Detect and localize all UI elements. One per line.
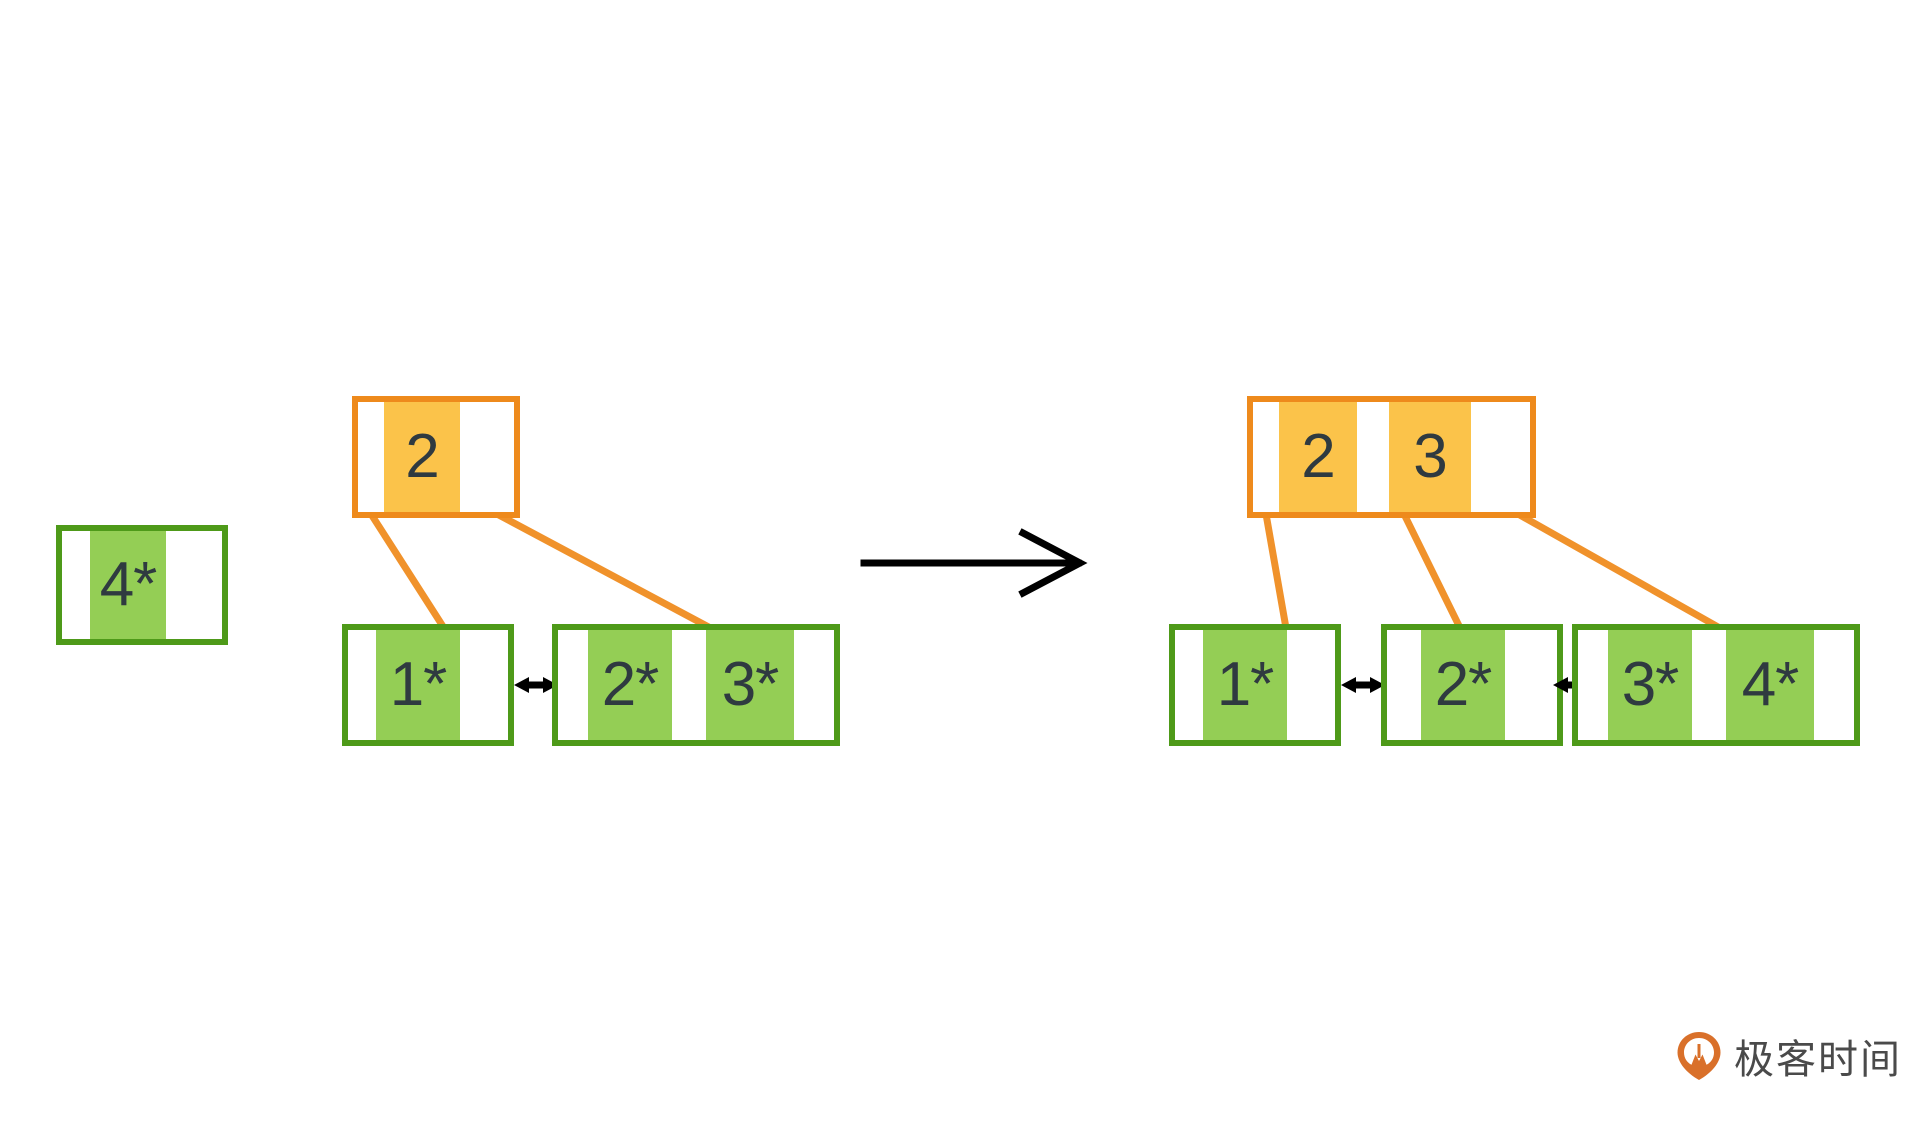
- after-leaf0-pointer-left: [1175, 630, 1203, 740]
- after-leaf-node-1[interactable]: 2*: [1381, 624, 1563, 746]
- edge-right-root-to-leaf2: [1400, 510, 1470, 644]
- before-leaf1-pointer-1: [672, 630, 706, 740]
- incoming-record-node[interactable]: 4*: [56, 525, 228, 645]
- before-leaf0-pointer-right: [460, 630, 508, 740]
- before-leaf-node-0[interactable]: 1*: [342, 624, 514, 746]
- after-root-key-1: 3: [1389, 402, 1471, 512]
- before-root-key-0: 2: [384, 402, 460, 512]
- before-leaf0-pointer-left: [348, 630, 376, 740]
- after-leaf1-pointer-left: [1387, 630, 1421, 740]
- edge-left-root-to-leaf2: [493, 510, 722, 636]
- before-leaf1-key-0: 2*: [588, 630, 672, 740]
- before-root-pointer-1: [460, 402, 514, 512]
- before-root-node[interactable]: 2: [352, 396, 520, 518]
- before-leaf0-key-0: 1*: [376, 630, 460, 740]
- before-root-pointer-0: [358, 402, 384, 512]
- brand-logo: 极客时间: [1676, 1027, 1902, 1085]
- after-leaf-node-2[interactable]: 3* 4*: [1572, 624, 1860, 746]
- after-leaf1-key-0: 2*: [1421, 630, 1505, 740]
- brand-logo-text: 极客时间: [1734, 1037, 1902, 1083]
- after-root-key-0: 2: [1279, 402, 1357, 512]
- after-root-node[interactable]: 2 3: [1247, 396, 1536, 518]
- incoming-key-0: 4*: [90, 531, 166, 639]
- after-leaf2-pointer-0: [1578, 630, 1608, 740]
- incoming-pointer-left: [62, 531, 90, 639]
- after-root-pointer-0: [1253, 402, 1279, 512]
- edge-right-root-to-leaf3: [1514, 510, 1731, 636]
- after-leaf2-pointer-2: [1814, 630, 1854, 740]
- after-sibling-link-0: [1341, 677, 1385, 693]
- after-leaf2-key-1: 4*: [1726, 630, 1814, 740]
- after-leaf2-key-0: 3*: [1608, 630, 1692, 740]
- edge-left-root-to-leaf1: [367, 510, 448, 632]
- after-leaf1-pointer-right: [1505, 630, 1557, 740]
- after-root-pointer-2: [1471, 402, 1522, 512]
- after-leaf-node-0[interactable]: 1*: [1169, 624, 1341, 746]
- after-leaf0-key-0: 1*: [1203, 630, 1287, 740]
- geektime-pin-icon: [1677, 1032, 1721, 1080]
- after-root-pointer-1: [1357, 402, 1389, 512]
- before-leaf1-pointer-2: [794, 630, 834, 740]
- before-leaf-node-1[interactable]: 2* 3*: [552, 624, 840, 746]
- before-leaf1-key-1: 3*: [706, 630, 794, 740]
- after-leaf2-pointer-1: [1692, 630, 1726, 740]
- transform-arrow: [860, 528, 1088, 598]
- after-leaf0-pointer-right: [1287, 630, 1335, 740]
- before-leaf1-pointer-0: [558, 630, 588, 740]
- edge-right-root-to-leaf1: [1262, 510, 1290, 632]
- before-sibling-link-0: [514, 677, 558, 693]
- incoming-pointer-right: [166, 531, 222, 639]
